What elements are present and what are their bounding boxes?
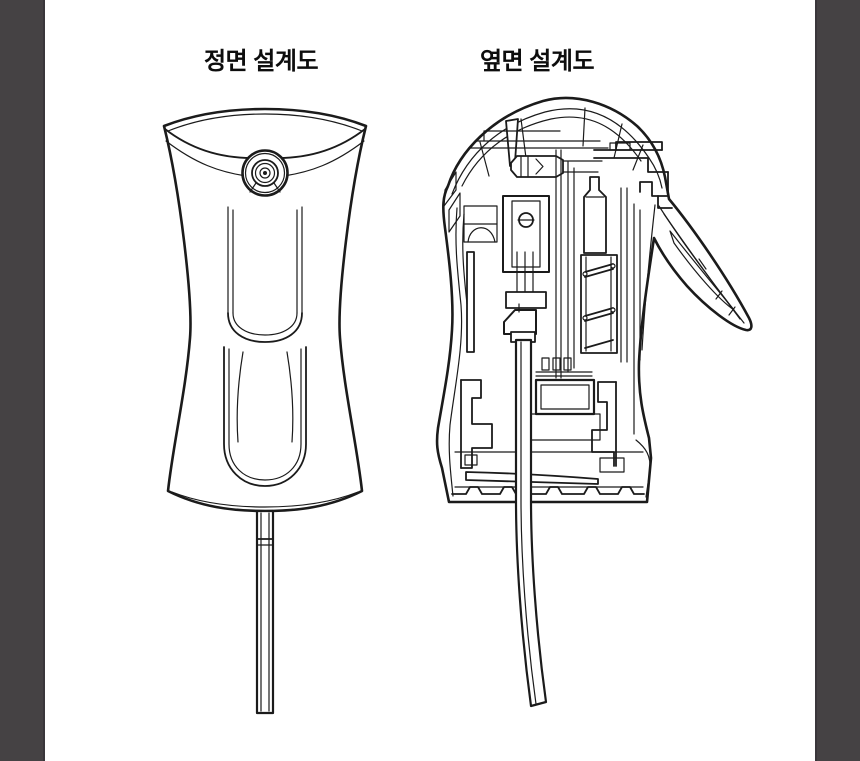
front-view-drawing xyxy=(162,107,368,715)
side-view-title: 옆면 설계도 xyxy=(479,48,595,75)
side-valve-bottle xyxy=(583,176,607,254)
front-base-rim xyxy=(171,491,359,508)
side-lower-block xyxy=(529,378,601,441)
front-nozzle-button xyxy=(241,149,289,197)
front-collar-curves xyxy=(164,128,366,177)
side-trigger xyxy=(658,205,745,324)
side-top-right-linkage xyxy=(593,141,673,209)
side-left-shell xyxy=(448,205,498,497)
side-piston-block xyxy=(502,195,550,335)
side-center-channels xyxy=(555,149,575,379)
front-top-rim xyxy=(167,113,363,132)
side-left-bracket xyxy=(460,379,493,469)
front-view-title: 정면 설계도 xyxy=(203,48,319,75)
front-suction-tube xyxy=(255,509,275,715)
side-right-cylinder xyxy=(620,187,656,435)
side-dip-tube xyxy=(510,331,548,708)
side-nozzle-piston xyxy=(469,130,609,178)
side-spring-chamber xyxy=(580,254,618,354)
front-panel xyxy=(227,206,303,343)
side-teeth-row xyxy=(535,357,593,377)
side-view-drawing xyxy=(435,96,753,708)
left-margin-bar xyxy=(0,0,45,761)
right-margin-bar xyxy=(815,0,860,761)
front-lower-window xyxy=(223,346,307,487)
front-body-outline xyxy=(162,107,368,513)
